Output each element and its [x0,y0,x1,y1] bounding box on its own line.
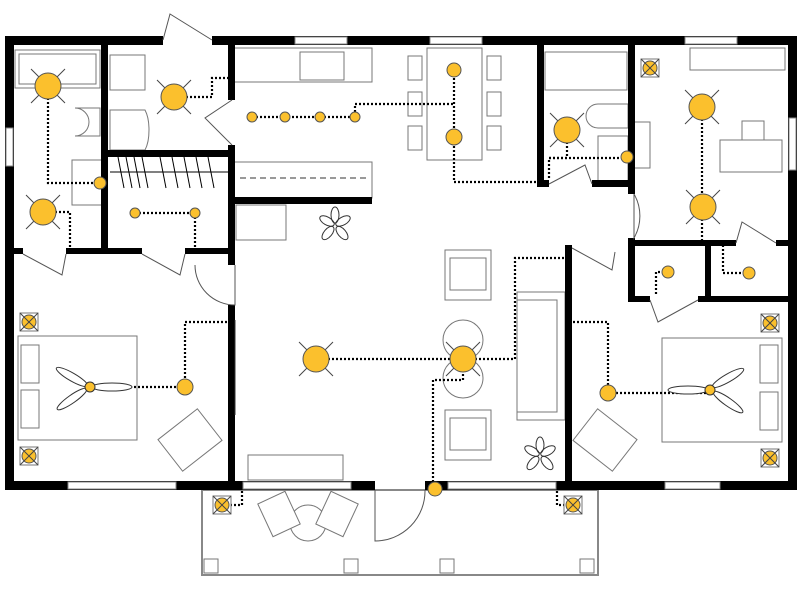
exhaust-fan-icon [760,313,780,333]
exhaust-fan-icon [19,312,39,332]
light-icon [661,265,675,279]
ceiling-light-icon [685,189,721,225]
walls [5,36,797,490]
light-icon [742,266,756,280]
ceiling-light-icon [684,89,720,125]
light-icon [349,111,361,123]
light-icon [129,207,141,219]
ceiling-fan-icon [55,366,133,411]
light-icon [246,111,258,123]
light-icon [189,207,201,219]
exhaust-fan-icon [212,495,232,515]
light-icon [427,481,443,497]
light-fixtures [19,58,780,515]
windows [5,36,797,490]
ceiling-light-icon [298,341,334,377]
light-icon [445,128,463,146]
ceiling-light-icon [156,79,192,115]
doors [22,13,777,415]
exhaust-fan-icon [640,58,660,78]
ceiling-light-icon [25,194,61,230]
light-icon [314,111,326,123]
exhaust-fan-icon [760,448,780,468]
light-icon [93,176,107,190]
light-icon [176,378,194,396]
light-icon [446,62,462,78]
plant-icon [319,206,351,241]
closet-hangers [110,156,228,189]
ceiling-light-icon [445,341,481,377]
light-icon [599,384,617,402]
plant-icon [524,436,556,471]
exhaust-fan-icon [563,495,583,515]
light-icon [620,150,634,164]
furniture [14,47,786,481]
exhaust-fan-icon [19,446,39,466]
ceiling-light-icon [30,68,66,104]
ceiling-light-icon [549,112,585,148]
ceiling-fan-icon [667,367,745,414]
porch [201,489,599,576]
light-icon [279,111,291,123]
